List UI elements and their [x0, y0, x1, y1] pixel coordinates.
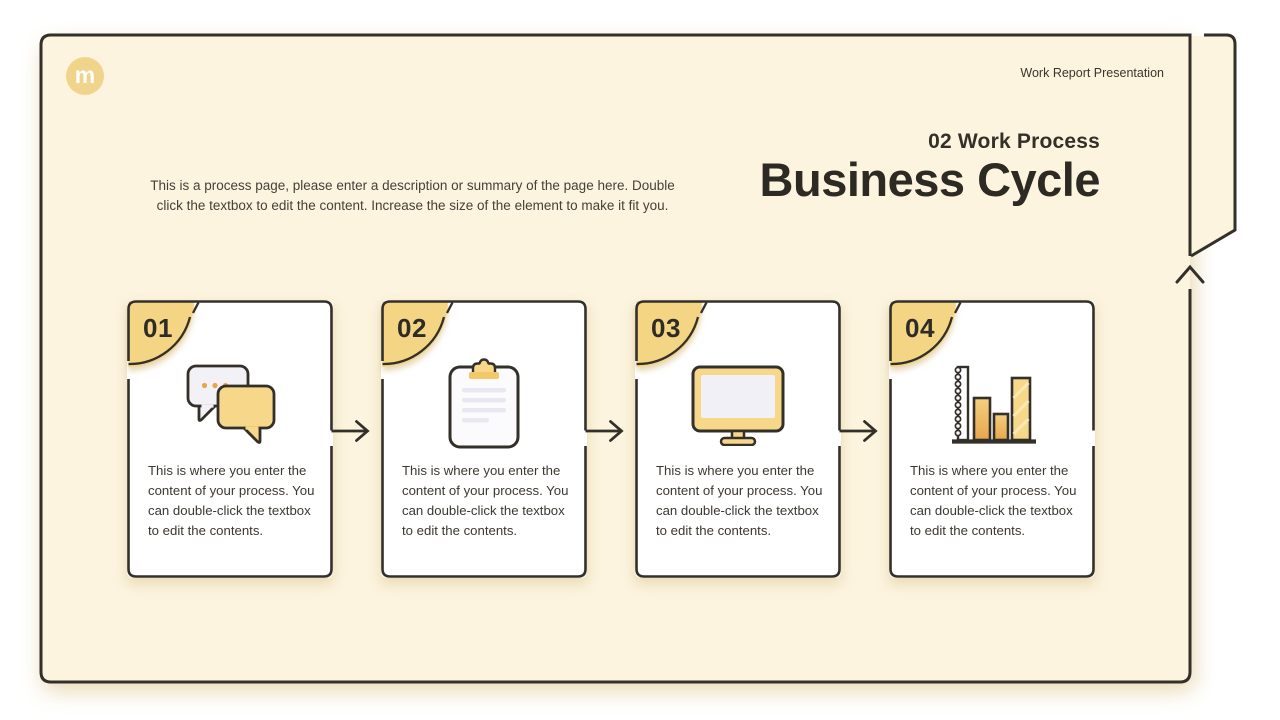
bar-chart-icon — [889, 352, 1095, 456]
brand-logo: m — [66, 57, 104, 95]
slide-description[interactable]: This is a process page, please enter a d… — [140, 176, 685, 215]
step-description[interactable]: This is where you enter the content of y… — [910, 463, 1077, 538]
title-block: 02 Work Process Business Cycle — [759, 130, 1101, 207]
step-description[interactable]: This is where you enter the content of y… — [656, 463, 823, 538]
step-number: 03 — [651, 313, 681, 343]
monitor-icon — [635, 352, 841, 456]
description-line-1: This is a process page, please enter a d… — [150, 178, 675, 193]
clipboard-icon — [381, 352, 587, 456]
step-description[interactable]: This is where you enter the content of y… — [148, 463, 315, 538]
section-kicker[interactable]: 02 Work Process — [928, 130, 1100, 153]
process-card-2[interactable]: 02 This is where you enter the content o… — [381, 300, 624, 578]
chat-bubbles-icon — [127, 352, 333, 456]
page-fold — [1191, 36, 1235, 255]
process-card-1[interactable]: 01 This is where you enter the content o… — [127, 300, 370, 578]
logo-letter: m — [74, 61, 96, 88]
step-number: 02 — [397, 313, 427, 343]
process-card-4[interactable]: 04 — [889, 300, 1095, 578]
slide-title[interactable]: Business Cycle — [759, 153, 1101, 206]
header-label: Work Report Presentation — [1020, 66, 1164, 80]
process-card-3[interactable]: 03 This is where you enter the content o… — [635, 300, 878, 578]
step-number: 01 — [143, 313, 173, 343]
step-number: 04 — [905, 313, 935, 343]
step-description[interactable]: This is where you enter the content of y… — [402, 463, 569, 538]
description-line-2: click the textbox to edit the content. I… — [156, 197, 669, 213]
